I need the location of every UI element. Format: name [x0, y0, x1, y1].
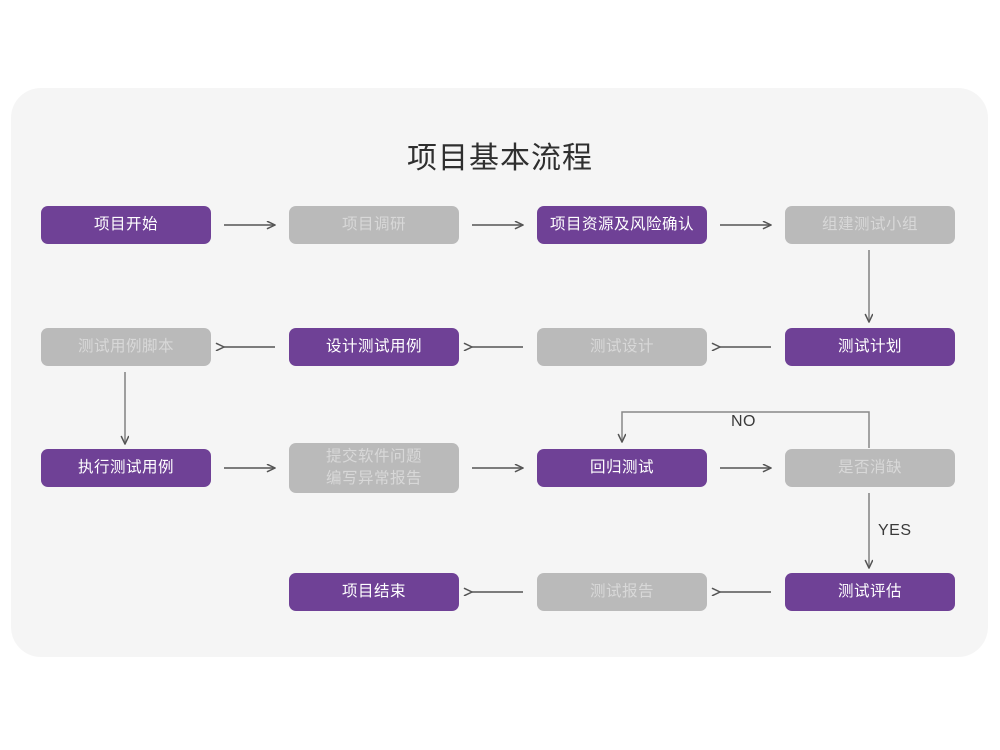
node-label: 项目开始 [93, 216, 158, 233]
node-project-research[interactable]: 项目调研 [289, 206, 459, 244]
node-test-report[interactable]: 测试报告 [537, 573, 707, 611]
node-project-start[interactable]: 项目开始 [41, 206, 211, 244]
node-label: 测试计划 [837, 338, 902, 355]
node-test-design[interactable]: 测试设计 [537, 328, 707, 366]
node-label: 设计测试用例 [325, 338, 422, 355]
node-resource-risk-confirm[interactable]: 项目资源及风险确认 [537, 206, 707, 244]
node-label: 提交软件问题 编写异常报告 [325, 448, 422, 487]
flowchart-card [11, 88, 988, 657]
node-test-case-script[interactable]: 测试用例脚本 [41, 328, 211, 366]
node-design-test-cases[interactable]: 设计测试用例 [289, 328, 459, 366]
node-test-plan[interactable]: 测试计划 [785, 328, 955, 366]
node-label: 项目资源及风险确认 [549, 216, 694, 233]
node-project-end[interactable]: 项目结束 [289, 573, 459, 611]
node-label: 组建测试小组 [821, 216, 918, 233]
page-title: 项目基本流程 [407, 142, 593, 175]
node-test-evaluation[interactable]: 测试评估 [785, 573, 955, 611]
node-label: 回归测试 [589, 459, 654, 476]
node-label: 项目调研 [341, 216, 406, 233]
edge-label-yes: YES [878, 522, 912, 539]
node-label: 测试用例脚本 [77, 338, 174, 355]
node-submit-defects-report[interactable]: 提交软件问题 编写异常报告 [289, 443, 459, 493]
node-label: 测试评估 [837, 583, 902, 600]
node-label: 项目结束 [341, 583, 406, 600]
edge-label-no: NO [731, 413, 756, 430]
node-label: 测试设计 [589, 338, 654, 355]
node-label: 是否消缺 [837, 459, 902, 476]
node-regression-test[interactable]: 回归测试 [537, 449, 707, 487]
node-form-test-team[interactable]: 组建测试小组 [785, 206, 955, 244]
node-label: 执行测试用例 [77, 459, 174, 476]
node-execute-test-cases[interactable]: 执行测试用例 [41, 449, 211, 487]
node-defects-cleared[interactable]: 是否消缺 [785, 449, 955, 487]
node-label: 测试报告 [589, 583, 654, 600]
